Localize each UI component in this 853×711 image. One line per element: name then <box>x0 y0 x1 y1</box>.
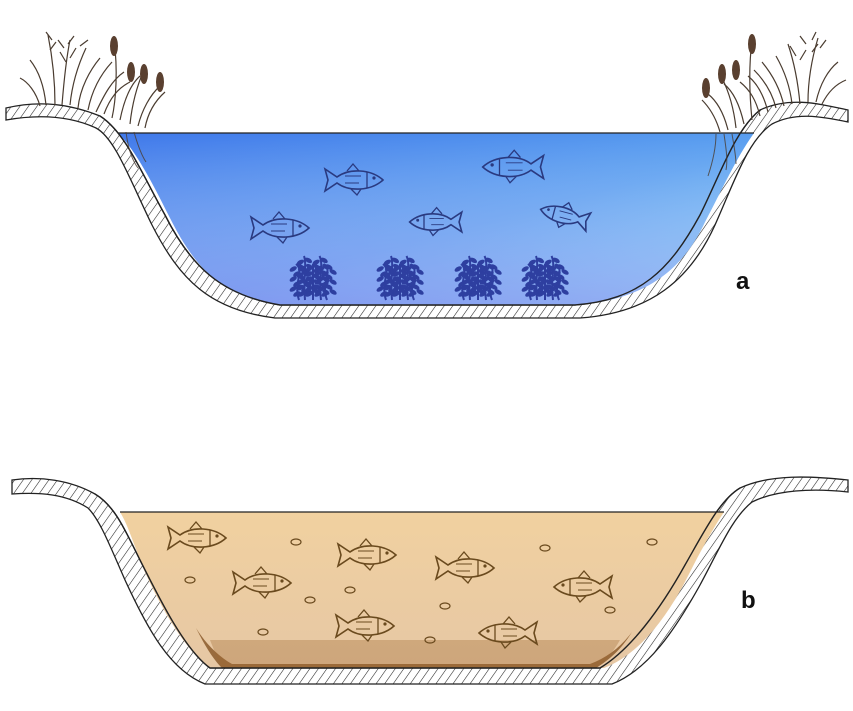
panel-a-pond <box>6 102 848 318</box>
panel-b-sediment-band <box>210 640 620 668</box>
panel-label-b: b <box>741 587 756 615</box>
panel-label-a: a <box>736 268 749 296</box>
panel-b-pond <box>12 477 848 684</box>
cattails-left <box>110 36 164 92</box>
